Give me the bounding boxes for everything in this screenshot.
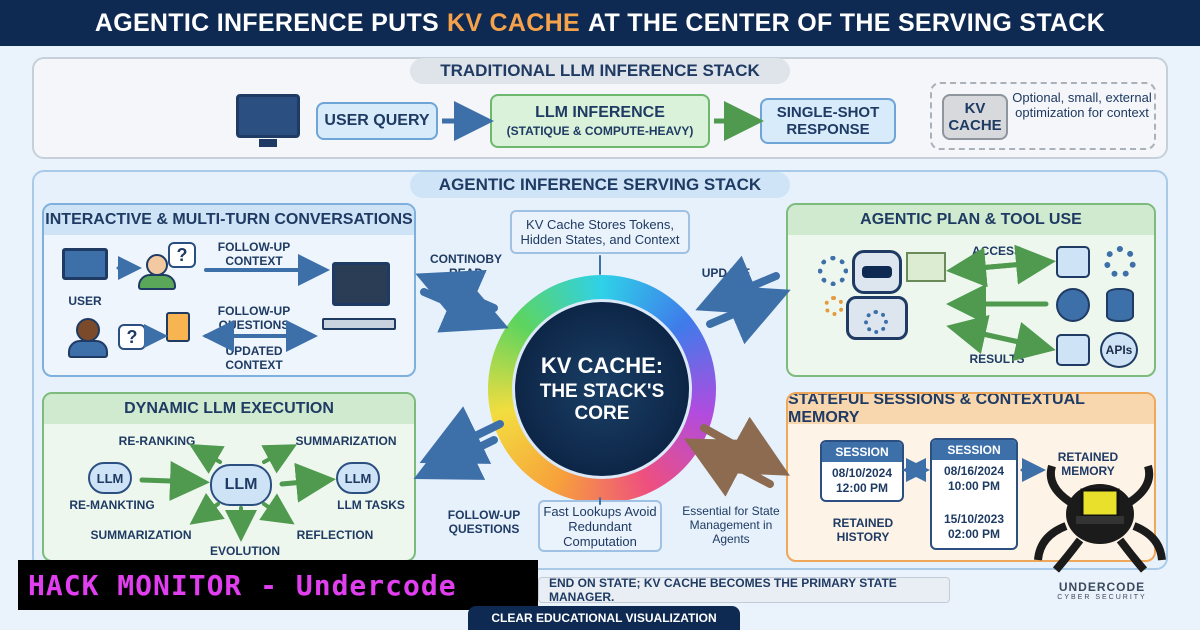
session-header-1: SESSION	[822, 442, 902, 462]
results-label: RESULTS	[969, 352, 1025, 366]
map-icon	[906, 252, 946, 282]
robot-body-icon	[846, 296, 908, 340]
gear-icon-1	[818, 256, 848, 286]
title-part-2: AT THE CENTER OF THE SERVING STACK	[587, 8, 1106, 37]
globe-icon	[1056, 288, 1090, 322]
session-2-time: 10:00 PM	[947, 479, 1001, 493]
agentic-plan-title: AGENTIC PLAN & TOOL USE	[788, 205, 1154, 235]
session-3-time: 02:00 PM	[947, 527, 1001, 541]
settings-gear-icon	[1104, 246, 1136, 278]
apis-icon: APIs	[1100, 332, 1138, 368]
document-icon	[166, 312, 190, 342]
summarization-bottom-label: SUMMARIZATION	[90, 528, 192, 542]
llm-inference-box: LLM INFERENCE (STATIQUE & COMPUTE-HEAVY)	[490, 94, 710, 148]
llm-cloud-center: LLM	[210, 464, 272, 506]
user-computer-icon	[62, 248, 108, 280]
stateful-sessions-title: STATEFUL SESSIONS & CONTEXTUAL MEMORY	[788, 394, 1154, 426]
kv-cache-core: KV CACHE: THE STACK'S CORE	[512, 299, 692, 479]
kv-cache-small-box: KV CACHE	[942, 94, 1008, 140]
bottom-note: END ON STATE; KV CACHE BECOMES THE PRIMA…	[538, 576, 950, 604]
summarization-top-label: SUMMARIZATION	[295, 434, 397, 448]
question-bubble-icon-1: ?	[168, 242, 196, 268]
title-accent: KV CACHE	[446, 8, 580, 37]
search-icon	[1056, 246, 1090, 278]
question-bubble-icon-2: ?	[118, 324, 146, 350]
single-shot-response-box: SINGLE-SHOT RESPONSE	[760, 98, 896, 144]
retained-history-label: RETAINED HISTORY	[832, 516, 894, 544]
main-title: AGENTIC INFERENCE PUTS KV CACHE AT THE C…	[0, 0, 1200, 46]
undercode-logo-text: UNDERCODE	[1058, 580, 1146, 594]
kv-stores-info-box: KV Cache Stores Tokens, Hidden States, a…	[510, 210, 690, 254]
llm-cloud-small-left: LLM	[88, 462, 132, 494]
title-part-1: AGENTIC INFERENCE PUTS	[94, 8, 439, 37]
session-calendar-1: SESSION 08/10/2024 12:00 PM	[820, 440, 904, 502]
llm-tasks-label: LLM TASKS	[337, 498, 405, 512]
interactive-conversations-title: INTERACTIVE & MULTI-TURN CONVERSATIONS	[44, 205, 414, 235]
core-subtitle-2: CORE	[574, 403, 630, 424]
llm-cloud-small-right: LLM	[336, 462, 380, 494]
server-monitor-icon	[332, 262, 390, 306]
continuous-read-label: CONTINOBY READ	[430, 252, 502, 280]
person-body-icon	[138, 274, 176, 290]
traditional-stack-label: TRADITIONAL LLM INFERENCE STACK	[410, 58, 790, 84]
session-1-time: 12:00 PM	[835, 481, 889, 495]
gear-icon-2	[824, 296, 844, 316]
keyboard-icon	[322, 318, 396, 330]
fast-lookups-info-box: Fast Lookups Avoid Redundant Computation	[538, 500, 662, 552]
updated-context-label: UPDATED CONTEXT	[225, 344, 283, 372]
computer-monitor-icon	[236, 94, 300, 147]
re-ranking-label: RE-RANKING	[118, 434, 196, 448]
tool-gear-icon	[1056, 334, 1090, 366]
session-2-date: 08/16/2024	[943, 464, 1005, 478]
user-query-box: USER QUERY	[316, 102, 438, 140]
follow-up-questions-label: FOLLOW-UP QUESTIONS	[217, 304, 291, 332]
evolution-label: EVOLUTION	[209, 544, 280, 558]
session-3-date: 15/10/2023	[943, 512, 1005, 526]
kv-note-frame	[930, 82, 1156, 150]
llm-inference-subtitle: (STATIQUE & COMPUTE-HEAVY)	[506, 124, 694, 138]
hack-monitor-banner: HACK MONITOR - Undercode	[18, 560, 538, 610]
session-1-date: 08/10/2024	[831, 466, 893, 480]
kv-cache-note: Optional, small, external optimization f…	[1012, 90, 1152, 120]
session-header-2: SESSION	[932, 440, 1016, 460]
woman-head-icon	[76, 318, 100, 342]
access-label: ACCESS	[971, 244, 1022, 258]
re-mankting-label: RE-MANKTING	[69, 498, 155, 512]
dynamic-execution-title: DYNAMIC LLM EXECUTION	[44, 394, 414, 424]
core-subtitle-1: THE STACK'S	[539, 381, 665, 402]
core-title: KV CACHE:	[540, 353, 664, 378]
state-management-label: Essential for State Management in Agents	[682, 504, 780, 546]
session-calendar-2: SESSION 08/16/2024 10:00 PM 15/10/2023 0…	[930, 438, 1018, 550]
reflection-label: REFLECTION	[296, 528, 374, 542]
agentic-stack-label: AGENTIC INFERENCE SERVING STACK	[410, 172, 790, 198]
retained-memory-label: RETAINED MEMORY	[1057, 450, 1119, 478]
robot-visor-icon	[862, 266, 892, 278]
undercode-octopus-logo-icon	[1034, 464, 1166, 573]
user-label: USER	[68, 294, 102, 308]
person-icon	[146, 254, 168, 276]
undercode-logo-subtitle: CYBER SECURITY	[1057, 594, 1147, 601]
follow-up-questions-flow-label: FOLLOW-UP QUESTIONS	[447, 508, 521, 536]
update-label: UPDATE	[701, 266, 751, 280]
woman-body-icon	[68, 340, 108, 358]
llm-inference-title: LLM INFERENCE	[535, 104, 665, 121]
footer-label: CLEAR EDUCATIONAL VISUALIZATION	[468, 606, 740, 630]
database-icon	[1106, 288, 1134, 322]
follow-up-context-label: FOLLOW-UP CONTEXT	[217, 240, 291, 268]
robot-gear-icon	[864, 310, 888, 334]
